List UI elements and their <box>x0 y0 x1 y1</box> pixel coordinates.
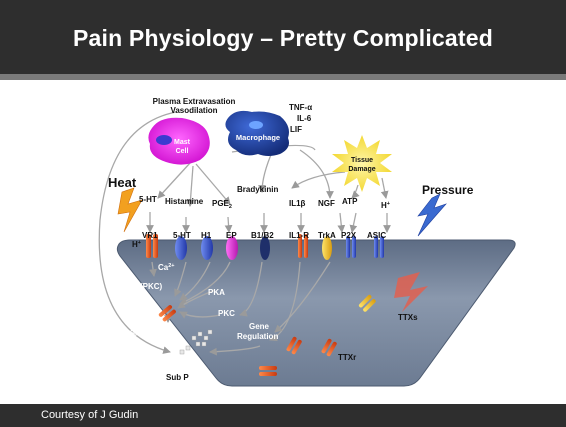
label-regulation: Regulation <box>237 332 278 341</box>
label-vasodilation: Vasodilation <box>170 106 217 115</box>
label-lif: LIF <box>290 125 302 134</box>
sub-p-vesicles <box>179 329 213 355</box>
footer-bar: Courtesy of J Gudin <box>0 404 566 427</box>
label-h-plus-right: H+ <box>381 201 390 210</box>
il1r-receptor <box>298 234 308 258</box>
ttxs-channel <box>358 294 376 312</box>
label-bradykinin: Bradykinin <box>237 185 278 194</box>
label-tnf-alpha: TNF-α <box>289 103 312 112</box>
label-pressure: Pressure <box>422 183 474 197</box>
mast-cell: Mast Cell <box>148 117 210 165</box>
receptor-channels <box>146 234 384 376</box>
label-pkc: PKC <box>218 309 235 318</box>
title-bar: Pain Physiology – Pretty Complicated <box>0 0 566 74</box>
label-5ht-mediator: 5-HT <box>139 195 157 204</box>
label-pkc-paren: (PKC) <box>140 282 163 291</box>
tissue-damage: Tissue Damage <box>332 135 392 192</box>
label-pka: PKA <box>208 288 225 297</box>
p2x-channel <box>346 236 356 258</box>
b1b2-receptor <box>260 236 270 260</box>
label-asic: ASIC <box>367 231 386 240</box>
trka-receptor <box>322 236 332 260</box>
tissue-damage-label-1: Tissue <box>351 157 373 164</box>
ep-receptor <box>226 236 238 260</box>
internal-channel-1 <box>286 336 302 355</box>
label-heat: Heat <box>108 175 137 190</box>
label-h1: H1 <box>201 231 212 240</box>
neuron-membrane <box>116 239 516 387</box>
5ht-receptor <box>175 236 187 260</box>
label-ttxr-left-1: TTXr <box>131 319 149 328</box>
label-ttxr-left-2: (SNS/SNS2) <box>116 329 161 338</box>
label-il6: IL-6 <box>297 114 312 123</box>
label-ttxs: TTXs <box>398 313 418 322</box>
label-il1r: IL1-R <box>289 231 309 240</box>
macrophage-label: Macrophage <box>236 133 280 142</box>
label-il1b: IL1β <box>289 199 306 208</box>
pain-physiology-diagram: Mast Cell Macrophage Tissue Damage <box>0 80 566 404</box>
macrophage: Macrophage <box>225 110 289 156</box>
asic-channel <box>374 236 384 258</box>
mast-cell-label-2: Cell <box>176 148 189 155</box>
label-pge2: PGE2 <box>212 199 232 210</box>
label-ca2plus: Ca2+ <box>158 263 175 272</box>
label-atp: ATP <box>342 197 358 206</box>
label-ngf: NGF <box>318 199 335 208</box>
title-divider <box>0 74 566 80</box>
label-sub-p: Sub P <box>166 373 189 382</box>
diagram-labels: Plasma Extravasation Vasodilation TNF-α … <box>108 97 474 382</box>
ttxr-right-channel <box>321 338 337 357</box>
label-p2x: P2X <box>341 231 357 240</box>
label-trka: TrkA <box>318 231 336 240</box>
label-h-plus-left: H+ <box>132 240 141 249</box>
ttxs-bolt-icon <box>394 272 428 312</box>
heat-bolt-icon <box>117 187 143 233</box>
label-ep: EP <box>226 231 237 240</box>
label-plasma-extravasation: Plasma Extravasation <box>153 97 236 106</box>
ttxr-left-channel <box>158 305 176 322</box>
label-ttxr-right: TTXr <box>338 353 356 362</box>
label-gene: Gene <box>249 322 270 331</box>
label-vr1: VR1 <box>142 231 158 240</box>
h1-receptor <box>201 236 213 260</box>
mast-cell-label-1: Mast <box>174 139 191 146</box>
label-b1b2: B1/B2 <box>251 231 274 240</box>
internal-channel-2 <box>259 366 277 376</box>
tissue-damage-label-2: Damage <box>348 166 375 173</box>
vr1-channel <box>146 234 158 258</box>
intracellular-labels: Ca2+ (PKC) PKA PKC TTXr (SNS/SNS2) Gene … <box>116 263 278 341</box>
label-5ht-receptor: 5-HT <box>173 231 191 240</box>
slide-title: Pain Physiology – Pretty Complicated <box>72 25 494 51</box>
diagram-canvas: Mast Cell Macrophage Tissue Damage <box>98 97 516 387</box>
pressure-bolt-icon <box>417 193 447 237</box>
label-histamine: Histamine <box>165 197 204 206</box>
footer-credit: Courtesy of J Gudin <box>41 409 139 421</box>
